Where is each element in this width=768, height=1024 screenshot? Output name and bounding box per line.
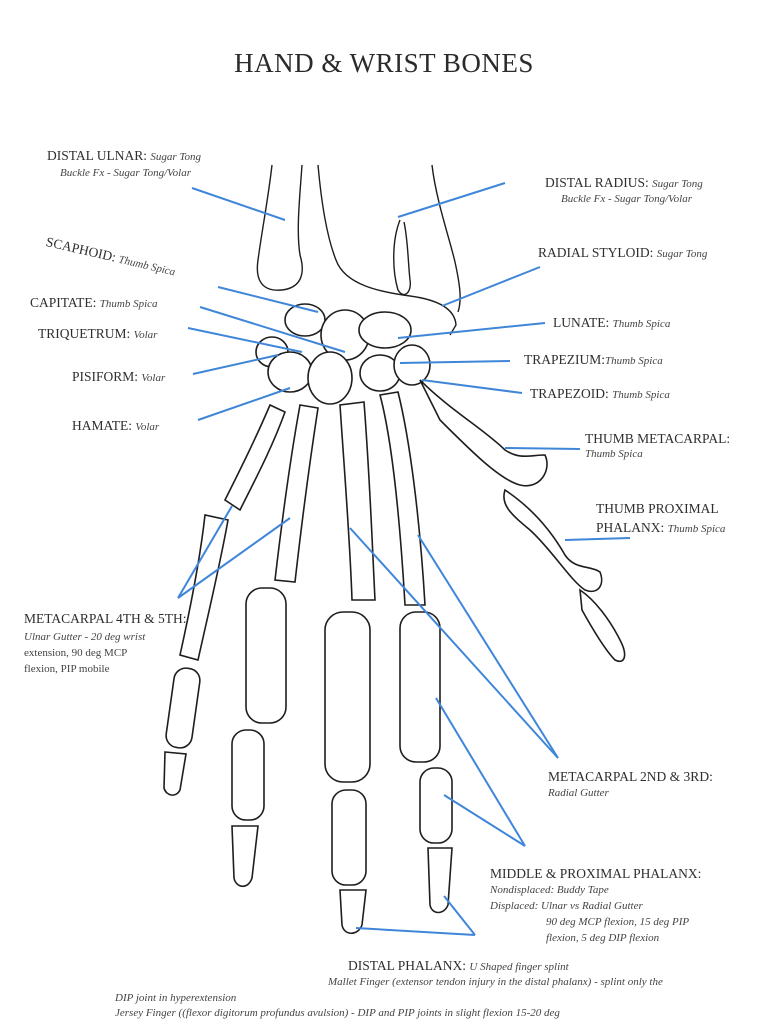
thumb-bones <box>419 379 626 662</box>
pointer-trapezium <box>399 360 511 364</box>
note-distal-ulnar: Buckle Fx - Sugar Tong/Volar <box>60 167 191 179</box>
pointer-lines <box>177 182 631 936</box>
pointer-thumb-metacarpal <box>504 447 581 450</box>
label-triquetrum: TRIQUETRUM: Volar <box>38 326 158 341</box>
middle-finger-bones <box>324 401 376 935</box>
note-distal-phalanx-line2: DIP joint in hyperextension <box>115 992 237 1004</box>
pointer-distal-phalanx-b <box>443 895 476 936</box>
page-title: HAND & WRIST BONES <box>234 48 534 78</box>
note-phalanx-line1: Nondisplaced: Buddy Tape <box>490 884 609 896</box>
radius-inner <box>393 219 412 296</box>
pointer-phalanx-proximal <box>435 697 526 847</box>
note-distal-phalanx-line3: Jersey Finger ((flexor digitorum profund… <box>115 1007 560 1019</box>
label-pisiform: PISIFORM: Volar <box>72 369 166 384</box>
note-metacarpal-4-5-line2: extension, 90 deg MCP <box>24 647 128 659</box>
note-thumb-metacarpal: Thumb Spica <box>585 448 643 460</box>
carpal-bones <box>255 303 431 405</box>
note-phalanx-line4: flexion, 5 deg DIP flexion <box>546 932 660 944</box>
label-metacarpal-4-5: METACARPAL 4TH & 5TH: <box>24 611 187 626</box>
label-distal-phalanx: DISTAL PHALANX: U Shaped finger splint <box>348 958 569 973</box>
pointer-distal-radius <box>397 182 506 218</box>
pointer-metacarpal-4 <box>177 517 291 599</box>
pointer-capitate <box>199 306 346 353</box>
pointer-metacarpal-2 <box>417 534 559 759</box>
label-thumb-proximal-line1: THUMB PROXIMAL <box>596 501 719 516</box>
pointer-phalanx-middle <box>443 794 526 847</box>
label-thumb-metacarpal: THUMB METACARPAL: <box>585 431 731 446</box>
label-middle-proximal-phalanx: MIDDLE & PROXIMAL PHALANX: <box>490 866 702 881</box>
label-thumb-proximal-line2: PHALANX: Thumb Spica <box>596 520 726 535</box>
label-hamate: HAMATE: Volar <box>72 418 160 433</box>
pointer-thumb-proximal <box>564 537 631 541</box>
note-phalanx-line3: 90 deg MCP flexion, 15 deg PIP <box>546 916 690 928</box>
label-trapezium: TRAPEZIUM:Thumb Spica <box>524 352 663 367</box>
pointer-lunate <box>397 322 546 339</box>
pointer-metacarpal-5 <box>177 505 233 599</box>
pointer-radial-styloid <box>441 266 541 307</box>
ring-finger-bones <box>231 404 319 888</box>
label-distal-radius: DISTAL RADIUS: Sugar Tong <box>545 175 703 190</box>
note-metacarpal-4-5-line3: flexion, PIP mobile <box>24 663 110 675</box>
note-distal-radius: Buckle Fx - Sugar Tong/Volar <box>561 193 692 205</box>
pointer-metacarpal-3 <box>349 527 559 759</box>
note-phalanx-line2: Displaced: Ulnar vs Radial Gutter <box>490 900 643 912</box>
note-metacarpal-2-3: Radial Gutter <box>548 787 609 799</box>
label-lunate: LUNATE: Thumb Spica <box>553 315 671 330</box>
label-capitate: CAPITATE: Thumb Spica <box>30 295 158 310</box>
pointer-pisiform <box>192 354 279 375</box>
ulna-bone <box>256 164 303 291</box>
label-radial-styloid: RADIAL STYLOID: Sugar Tong <box>538 245 708 260</box>
pointer-distal-phalanx-a <box>355 927 476 936</box>
label-metacarpal-2-3: METACARPAL 2ND & 3RD: <box>548 769 713 784</box>
pointer-triquetrum <box>187 327 303 353</box>
pointer-scaphoid <box>217 286 319 313</box>
index-finger-bones <box>379 391 453 914</box>
note-metacarpal-4-5-line1: Ulnar Gutter - 20 deg wrist <box>24 631 146 643</box>
label-trapezoid: TRAPEZOID: Thumb Spica <box>530 386 670 401</box>
pointer-distal-ulnar <box>191 187 286 221</box>
pointer-hamate <box>197 387 291 421</box>
little-finger-bones <box>163 403 287 796</box>
label-distal-ulnar: DISTAL ULNAR: Sugar Tong <box>47 148 202 163</box>
pointer-trapezoid <box>421 379 523 394</box>
note-distal-phalanx-line1: Mallet Finger (extensor tendon injury in… <box>328 976 663 988</box>
radius-bone <box>317 164 461 336</box>
